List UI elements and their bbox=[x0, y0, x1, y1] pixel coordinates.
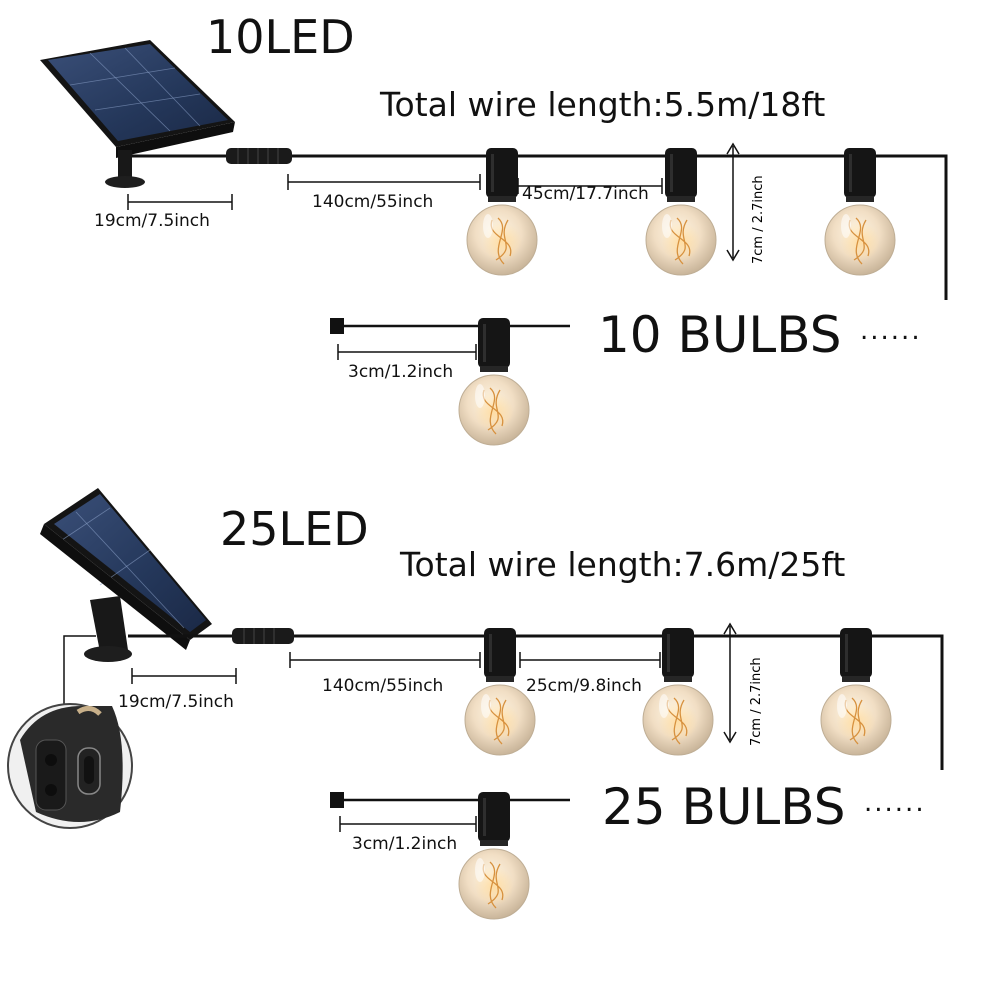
dim-height-25led: 7cm / 2.7inch bbox=[749, 657, 764, 746]
wire-length-10led: Total wire length:5.5m/18ft bbox=[380, 85, 826, 124]
bulb-icon bbox=[820, 627, 892, 756]
bulb-icon bbox=[642, 627, 714, 756]
ellipsis-25led: ...... bbox=[864, 788, 926, 818]
end-cap bbox=[330, 792, 344, 808]
bulb-icon bbox=[824, 147, 896, 276]
bulb-count-25led: 25 BULBS bbox=[602, 778, 846, 836]
title-10led: 10LED bbox=[206, 10, 355, 64]
end-cap bbox=[330, 318, 344, 334]
switch-closeup-icon bbox=[7, 703, 133, 829]
bulb-icon bbox=[464, 627, 536, 756]
dimension-lines-25led bbox=[131, 622, 737, 832]
wire-length-25led: Total wire length:7.6m/25ft bbox=[400, 545, 846, 584]
dim-panel-10led: 19cm/7.5inch bbox=[94, 211, 210, 231]
bulb-icon bbox=[458, 317, 530, 446]
dim-height-10led: 7cm / 2.7inch bbox=[751, 175, 766, 264]
dim-end-10led: 3cm/1.2inch bbox=[348, 362, 454, 382]
panel-25led bbox=[40, 488, 212, 662]
title-25led: 25LED bbox=[220, 502, 369, 556]
dim-lead-10led: 140cm/55inch bbox=[312, 192, 434, 212]
bulb-icon bbox=[645, 147, 717, 276]
dimension-lines-10led bbox=[127, 142, 740, 360]
bulb-icon bbox=[466, 147, 538, 276]
wire-10led bbox=[132, 154, 948, 300]
connector-10led bbox=[226, 148, 292, 164]
ellipsis-10led: ...... bbox=[860, 316, 922, 346]
dim-spacing-10led: 45cm/17.7inch bbox=[522, 184, 649, 204]
bulb-count-10led: 10 BULBS bbox=[598, 306, 842, 364]
wire-25led bbox=[63, 634, 944, 770]
bulb-icon bbox=[458, 791, 530, 920]
dim-panel-25led: 19cm/7.5inch bbox=[118, 692, 234, 712]
dim-spacing-25led: 25cm/9.8inch bbox=[526, 676, 642, 696]
panel-10led bbox=[40, 40, 235, 188]
connector-25led bbox=[232, 628, 294, 644]
dim-end-25led: 3cm/1.2inch bbox=[352, 834, 458, 854]
dim-lead-25led: 140cm/55inch bbox=[322, 676, 444, 696]
